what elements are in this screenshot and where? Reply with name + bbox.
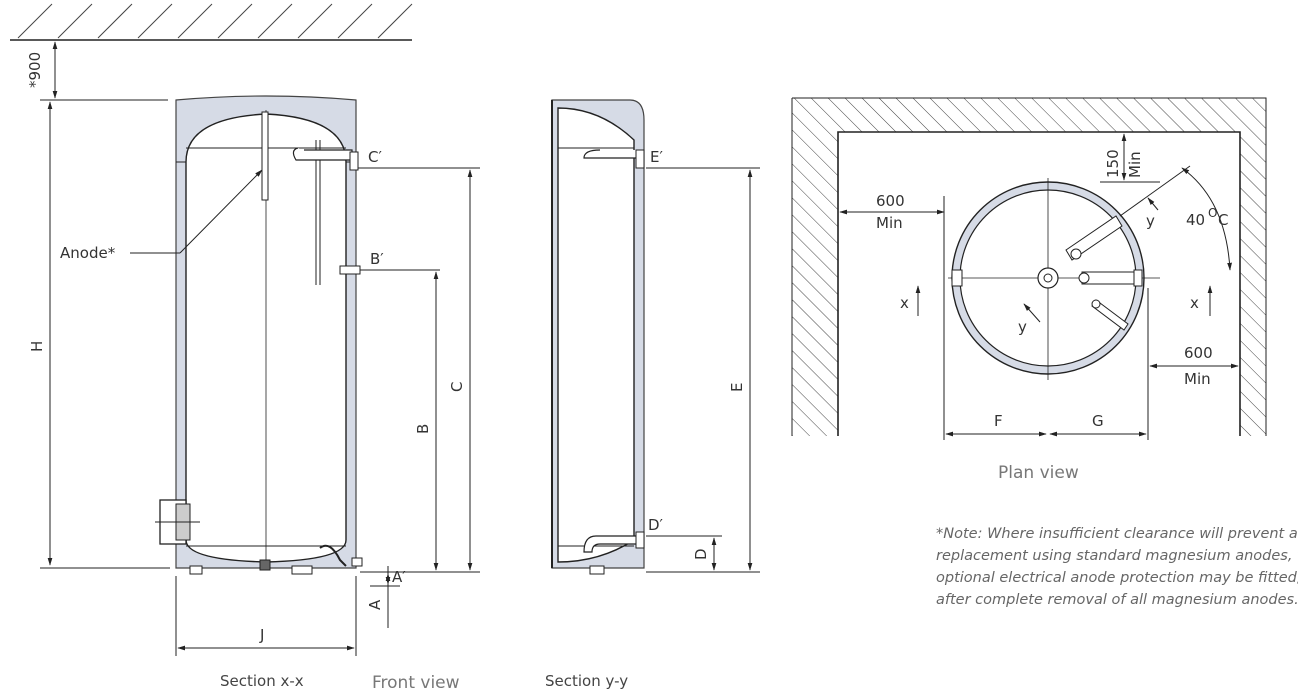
caption-front-view: Front view: [372, 673, 460, 693]
label-angle-suffix: C: [1218, 211, 1228, 229]
label-x-left: x: [900, 294, 909, 312]
label-a: A: [366, 599, 384, 610]
label-c-prime: C′: [368, 148, 382, 166]
label-y-top: y: [1146, 212, 1155, 230]
plan-view-walls: [791, 97, 1267, 436]
caption-plan-view: Plan view: [998, 463, 1079, 483]
caption-section-xx: Section x-x: [220, 672, 304, 690]
label-g: G: [1092, 412, 1104, 430]
label-e: E: [728, 383, 746, 392]
note-line-3: optional electrical anode protection may…: [936, 570, 1298, 586]
label-600-top-value: 600: [876, 192, 905, 210]
labels: *900 H C′ B′ A′ C B A J Anode* E′ D′ E D…: [26, 52, 1228, 644]
captions: Section x-x Front view Section y-y Plan …: [220, 463, 1079, 693]
label-600-top-unit: Min: [876, 214, 903, 232]
label-d: D: [692, 548, 710, 560]
plan-view-tank: [948, 178, 1160, 380]
section-yy-tank: [551, 99, 645, 575]
front-view-dimensions: [40, 41, 480, 656]
note-line-2: replacement using standard magnesium ano…: [936, 548, 1298, 564]
label-j: J: [259, 626, 264, 644]
label-e-prime: E′: [650, 148, 663, 166]
label-600-right-unit: Min: [1184, 370, 1211, 388]
label-angle-value: 40: [1186, 211, 1205, 229]
label-x-right: x: [1190, 294, 1199, 312]
label-600-right-value: 600: [1184, 344, 1213, 362]
label-150-unit: Min: [1126, 151, 1144, 178]
label-b: B: [414, 424, 432, 434]
label-y-bottom: y: [1018, 318, 1027, 336]
front-view-tank: [155, 95, 363, 575]
section-yy-dimensions: [646, 167, 760, 573]
label-anode: Anode*: [60, 244, 116, 262]
label-900: *900: [26, 52, 44, 88]
note-line-4: after complete removal of all magnesium …: [936, 592, 1298, 608]
label-c: C: [448, 382, 466, 392]
label-a-prime: A′: [392, 568, 406, 586]
label-b-prime: B′: [370, 250, 384, 268]
note-line-1: *Note: Where insufficient clearance will…: [936, 526, 1298, 542]
ceiling-hatch: [10, 3, 413, 41]
caption-section-yy: Section y-y: [545, 672, 628, 690]
label-f: F: [994, 412, 1003, 430]
clearance-note: *Note: Where insufficient clearance will…: [936, 526, 1298, 608]
plan-view-dimensions: [839, 133, 1239, 440]
label-h: H: [28, 341, 46, 352]
label-150-value: 150: [1104, 149, 1122, 178]
label-angle-unit: O: [1208, 206, 1217, 220]
label-d-prime: D′: [648, 516, 664, 534]
